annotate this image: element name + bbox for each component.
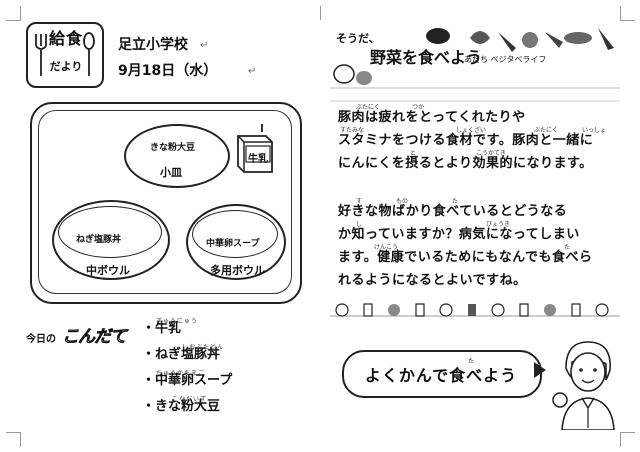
ruby: と xyxy=(410,150,417,157)
small-plate-label: 小皿 xyxy=(160,166,182,179)
vegetable-banner xyxy=(330,28,620,89)
multi-bowl-food: 中華卵スープ xyxy=(206,239,260,249)
return-mark: ↵ xyxy=(248,66,257,77)
article-line: 豚肉は疲れをとってくれたりや xyxy=(338,110,526,125)
kondate-main: こんだて xyxy=(62,327,128,348)
banner-soda: そうだ、 xyxy=(336,32,380,45)
ruby: もの xyxy=(396,198,409,205)
ruby: いっしょ xyxy=(582,127,607,134)
crop-mark-bl xyxy=(6,432,21,447)
article-line: スタミナをつける食材です。豚肉と一緒に xyxy=(338,133,594,148)
kondate-title: 今日の こんだて xyxy=(26,320,134,356)
ruby: こうかてき xyxy=(476,150,506,157)
small-plate-food: きな粉大豆 xyxy=(150,143,196,153)
list-item: ちゅうかたまご ・中華卵スープ xyxy=(142,370,233,388)
ruby: びょうき xyxy=(486,221,511,228)
kyushoku-logo: 給食 だより xyxy=(26,22,104,88)
menu-item-label: ねぎ塩豚丼 xyxy=(155,347,221,362)
crop-mark-tc xyxy=(306,6,321,20)
ruby: しょくざい xyxy=(456,127,487,134)
logo-subtitle: だより xyxy=(49,60,83,73)
article-line: にんにくを摂るとより効果的になります。 xyxy=(338,156,593,171)
milk-label: 牛乳 xyxy=(248,154,268,165)
ruby: た xyxy=(452,198,459,205)
article-line: 好きな物ばかり食べているとどうなる xyxy=(338,204,568,219)
article-paragraph-2: 好きな物ばかり食べているとどうなる か知っていますか？病気になってしまい ます。… xyxy=(338,200,620,292)
small-plate xyxy=(124,124,230,188)
banner-title: 野菜を食べよう xyxy=(370,48,483,67)
speech-bubble xyxy=(342,350,542,398)
list-item: こなだいず ・きな粉大豆 xyxy=(142,396,221,414)
lunch-tray-inner xyxy=(38,110,292,294)
return-mark: ↵ xyxy=(200,40,209,51)
fork-icon xyxy=(35,34,47,76)
logo-title: 給食 xyxy=(48,29,83,48)
speech-text: よくかんで食べよう xyxy=(364,366,518,385)
school-name: 足立小学校 xyxy=(118,37,188,53)
article-line: か知っていますか？病気になってしまい xyxy=(338,227,580,242)
ruby: すたみな xyxy=(340,127,365,134)
menu-item-label: 中華卵スープ xyxy=(155,373,233,388)
ruby: た xyxy=(564,244,571,251)
banner-subtitle: あだち ベジタベライフ xyxy=(464,55,547,64)
divider xyxy=(330,100,620,102)
article-line: ます。健康でいるためにもなんでも食べら xyxy=(338,250,593,265)
menu-item-label: 牛乳 xyxy=(155,321,182,336)
milk-carton-icon xyxy=(237,124,273,173)
vegetable-divider xyxy=(330,303,620,317)
ruby: し xyxy=(356,221,363,228)
article-line: れるようになるとよいですね。 xyxy=(338,273,527,288)
speech-ruby: た xyxy=(468,358,475,365)
medium-bowl-food: ねぎ塩豚丼 xyxy=(76,235,122,245)
crop-mark-tr xyxy=(620,6,635,21)
speech-bubble-tail xyxy=(534,362,546,378)
ruby: す xyxy=(356,198,363,205)
nutritionist-illustration xyxy=(552,341,615,430)
issue-date: 9月18日（水） xyxy=(118,63,218,79)
ruby: つか xyxy=(412,104,425,111)
list-item: ぎゅうにゅう ・牛乳 xyxy=(142,318,198,336)
menu-item-label: きな粉大豆 xyxy=(155,399,221,414)
kondate-prefix: 今日の xyxy=(26,334,56,345)
article-paragraph-1: 豚肉は疲れをとってくれたりや スタミナをつける食材です。豚肉と一緒に にんにくを… xyxy=(338,106,620,175)
menu-list: ぎゅうにゅう ・牛乳 しおぶたどん ・ねぎ塩豚丼 ちゅうかたまご ・中華卵スープ… xyxy=(142,314,232,418)
multi-bowl-label: 多用ボウル xyxy=(210,264,265,277)
medium-bowl-label: 中ボウル xyxy=(86,264,130,277)
spoon-icon xyxy=(83,32,95,76)
multi-purpose-bowl-rim xyxy=(192,210,278,258)
ruby: ぶたにく xyxy=(534,127,558,134)
ruby: けんこう xyxy=(374,244,399,251)
ruby: ぶたにく xyxy=(356,104,380,111)
medium-bowl-rim xyxy=(58,206,162,258)
list-item: しおぶたどん ・ねぎ塩豚丼 xyxy=(142,344,225,362)
crop-mark-br xyxy=(620,432,635,447)
crop-mark-tl xyxy=(6,6,21,21)
